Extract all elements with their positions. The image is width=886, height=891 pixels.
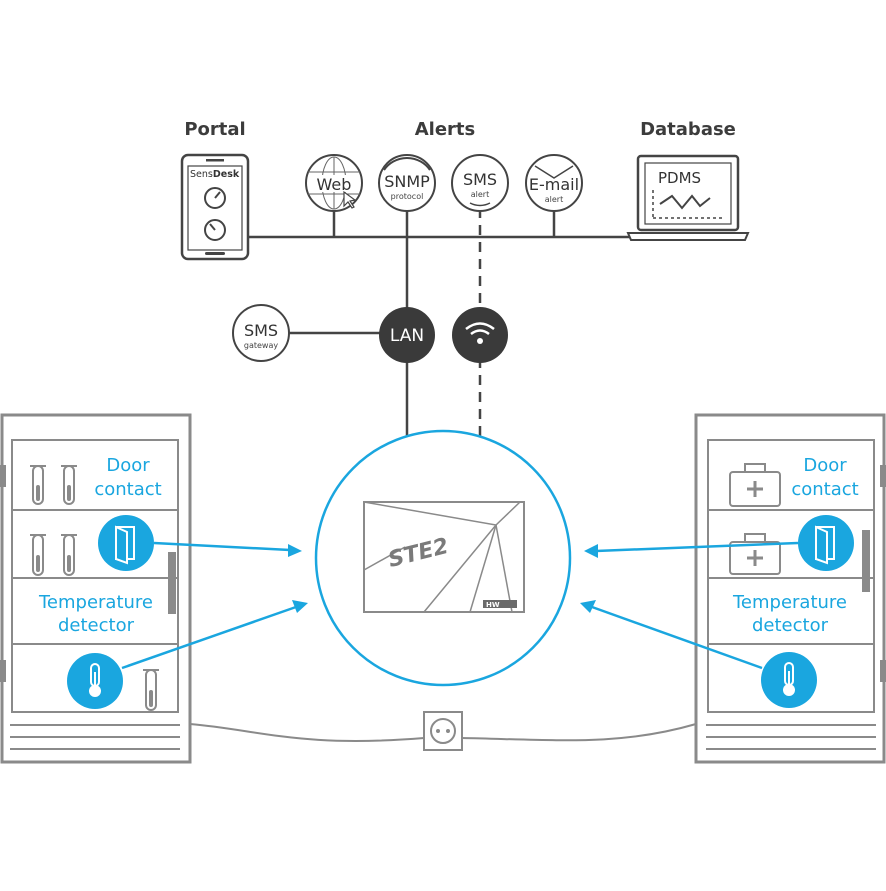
right-temp-label-line1: Temperature <box>732 592 847 613</box>
database-laptop: PDMS <box>626 154 750 241</box>
left-door-label-line1: Door <box>106 455 150 476</box>
snmp-label: SNMP <box>384 172 430 191</box>
snmp-icon: SNMP protocol <box>378 154 436 212</box>
pdms-label: PDMS <box>658 169 701 187</box>
header-alerts: Alerts <box>415 119 476 140</box>
header-portal: Portal <box>184 119 245 140</box>
cabinet-handle <box>862 530 870 592</box>
sensor-arrows <box>121 541 799 670</box>
hw-logo <box>483 600 517 608</box>
sms-alert-sublabel: alert <box>471 190 489 199</box>
portal-tablet: SensDesk <box>180 153 250 261</box>
right-temp-label-line2: detector <box>752 615 829 636</box>
lan-hub: LAN <box>379 307 435 363</box>
test-tube-icon <box>30 465 46 505</box>
test-tube-icon <box>143 669 159 711</box>
sms-gateway-label: SMS <box>244 321 278 340</box>
hw-logo-text: HW <box>486 601 500 609</box>
sms-alert-icon: SMS alert <box>451 154 509 212</box>
cabinet-handle <box>168 552 176 614</box>
thermometer-icon <box>67 653 123 709</box>
right-door-arrow <box>595 541 799 553</box>
sms-gateway-sublabel: gateway <box>244 341 278 350</box>
portal-brand-bold: Desk <box>213 169 240 180</box>
web-label: Web <box>317 175 352 194</box>
first-aid-kit-icon <box>729 533 781 575</box>
chart-line-icon <box>659 194 711 210</box>
svg-text:SensDesk: SensDesk <box>190 169 240 180</box>
right-cabinet: Door contact Temperature detector <box>694 413 886 764</box>
left-temp-label-line1: Temperature <box>38 592 153 613</box>
test-tube-icon <box>61 534 77 576</box>
portal-brand-plain: Sens <box>190 169 213 180</box>
test-tube-icon <box>30 534 46 576</box>
header-database: Database <box>640 119 736 140</box>
left-cabinet: Door contact Temperature detector <box>0 413 192 764</box>
first-aid-kit-icon <box>729 463 781 507</box>
wifi-icon <box>465 322 495 344</box>
lan-label: LAN <box>390 326 424 346</box>
right-power-cable <box>461 723 697 742</box>
ste2-device: STE2 HW <box>363 501 525 613</box>
left-temp-label-line2: detector <box>58 615 135 636</box>
right-door-label-line1: Door <box>803 455 847 476</box>
thermometer-icon <box>761 652 817 708</box>
left-door-arrow <box>153 541 291 552</box>
email-icon: E-mail alert <box>525 154 583 212</box>
web-icon: Web <box>305 154 363 212</box>
email-sublabel: alert <box>545 195 563 204</box>
snmp-sublabel: protocol <box>391 192 424 201</box>
door-contact-icon <box>98 515 154 571</box>
cursor-icon <box>343 190 357 209</box>
left-door-label-line2: contact <box>94 479 161 500</box>
email-label: E-mail <box>529 175 579 194</box>
right-door-label-line2: contact <box>791 479 858 500</box>
door-contact-icon <box>798 515 854 571</box>
right-temp-arrow <box>591 605 763 670</box>
left-temp-arrow <box>121 605 297 670</box>
sms-gateway-icon: SMS gateway <box>232 304 290 362</box>
wifi-hub <box>452 307 508 363</box>
test-tube-icon <box>61 465 77 505</box>
gauge-icon <box>204 219 226 241</box>
sms-alert-label: SMS <box>463 170 497 189</box>
left-power-cable <box>189 723 425 742</box>
gauge-icon <box>204 187 226 209</box>
power-outlet-icon <box>423 711 463 751</box>
